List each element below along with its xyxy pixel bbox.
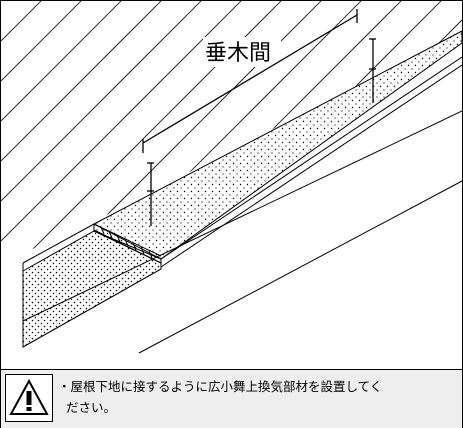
fascia-line-upper xyxy=(22,110,462,322)
warning-icon xyxy=(5,374,53,422)
label-background xyxy=(203,37,281,67)
notice-text: ・屋根下地に接するように広小舞上換気部材を設置してく ださい。 xyxy=(58,376,456,418)
rafter-spacing-label: 垂木間 xyxy=(205,41,271,66)
vent-member xyxy=(93,30,462,260)
notice-line-2: ださい。 xyxy=(66,400,117,415)
notice-panel: ・屋根下地に接するように広小舞上換気部材を設置してく ださい。 xyxy=(1,369,462,428)
notice-line-1: ・屋根下地に接するように広小舞上換気部材を設置してく xyxy=(58,379,383,394)
roof-vent-diagram: 垂木間 xyxy=(1,1,462,369)
dimension-lines xyxy=(142,9,376,226)
fascia-line-lower xyxy=(138,180,462,354)
